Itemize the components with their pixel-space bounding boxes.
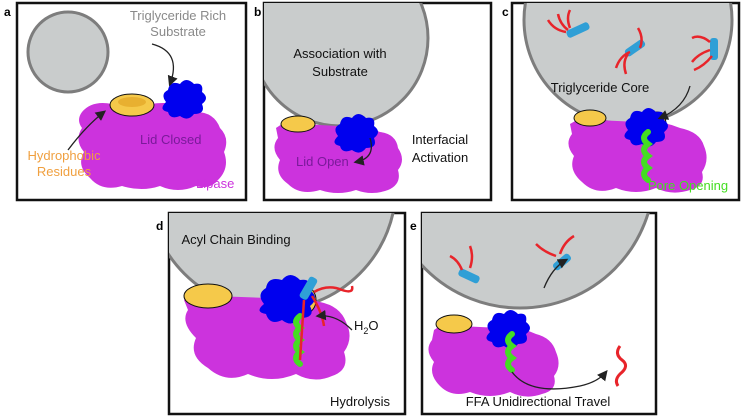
glycerol-head [299, 276, 318, 300]
association-label-line2: Substrate [312, 64, 368, 79]
panel-c: c Triglyceride Core Pore Opening [502, 1, 741, 202]
acyl-chain [298, 299, 306, 361]
triglyceride-1 [546, 9, 590, 38]
substrate-label-line1: Triglyceride Rich [130, 8, 226, 23]
hydrophobic-residues [183, 283, 233, 309]
free-fatty-acid [614, 345, 627, 387]
panel-letter-b: b [254, 5, 261, 19]
panel-d: d Acyl Chain Binding H2O Hydrolysis [156, 211, 407, 416]
association-label-line1: Association with [293, 46, 386, 61]
substrate-droplet [422, 213, 650, 310]
activation-label-line2: Activation [412, 150, 468, 165]
hydrophobic-residues [280, 115, 316, 133]
lipase-body [568, 118, 707, 193]
pore [641, 129, 653, 183]
diglyceride-1 [449, 245, 480, 284]
panel-letter-c: c [502, 5, 509, 19]
panel-e: e FFA Unidirectional Travel [410, 211, 658, 416]
pore [293, 313, 305, 367]
lid-domain [334, 114, 378, 153]
lid-domain [162, 80, 206, 119]
activation-label-line1: Interfacial [412, 132, 468, 147]
panel-letter-d: d [156, 219, 163, 233]
triglyceride-2 [614, 27, 646, 75]
panel-letter-a: a [4, 5, 11, 19]
pore-label: Pore Opening [648, 178, 728, 193]
lipase-label: Lipase [196, 176, 234, 191]
pore [505, 331, 517, 373]
lid-closed-label: Lid Closed [140, 132, 201, 147]
travel-label: FFA Unidirectional Travel [466, 394, 611, 409]
hydrophobic-residues [573, 109, 607, 127]
hydrophobic-label-line1: Hydrophobic [28, 148, 101, 163]
core-label: Triglyceride Core [551, 80, 650, 95]
triglyceride-3 [691, 35, 718, 72]
water-label: H2O [354, 318, 379, 336]
lid-domain [486, 310, 530, 349]
panel-b: b Association with Substrate Interfacial… [254, 1, 493, 202]
lipase-body [78, 103, 227, 190]
binding-label: Acyl Chain Binding [181, 232, 290, 247]
substrate-label-line2: Substrate [150, 24, 206, 39]
substrate-droplet [26, 10, 110, 94]
lid-domain [259, 275, 315, 324]
panel-a: a Triglyceride Rich Substrate Lid Closed… [4, 1, 248, 202]
hydrophobic-residues [435, 314, 473, 334]
hydrolysis-label: Hydrolysis [330, 394, 390, 409]
panel-letter-e: e [410, 219, 417, 233]
hydrophobic-label-line2: Residues [37, 164, 92, 179]
lid-domain [624, 108, 668, 147]
lipase-body [428, 324, 559, 397]
lid-open-label: Lid Open [296, 154, 349, 169]
